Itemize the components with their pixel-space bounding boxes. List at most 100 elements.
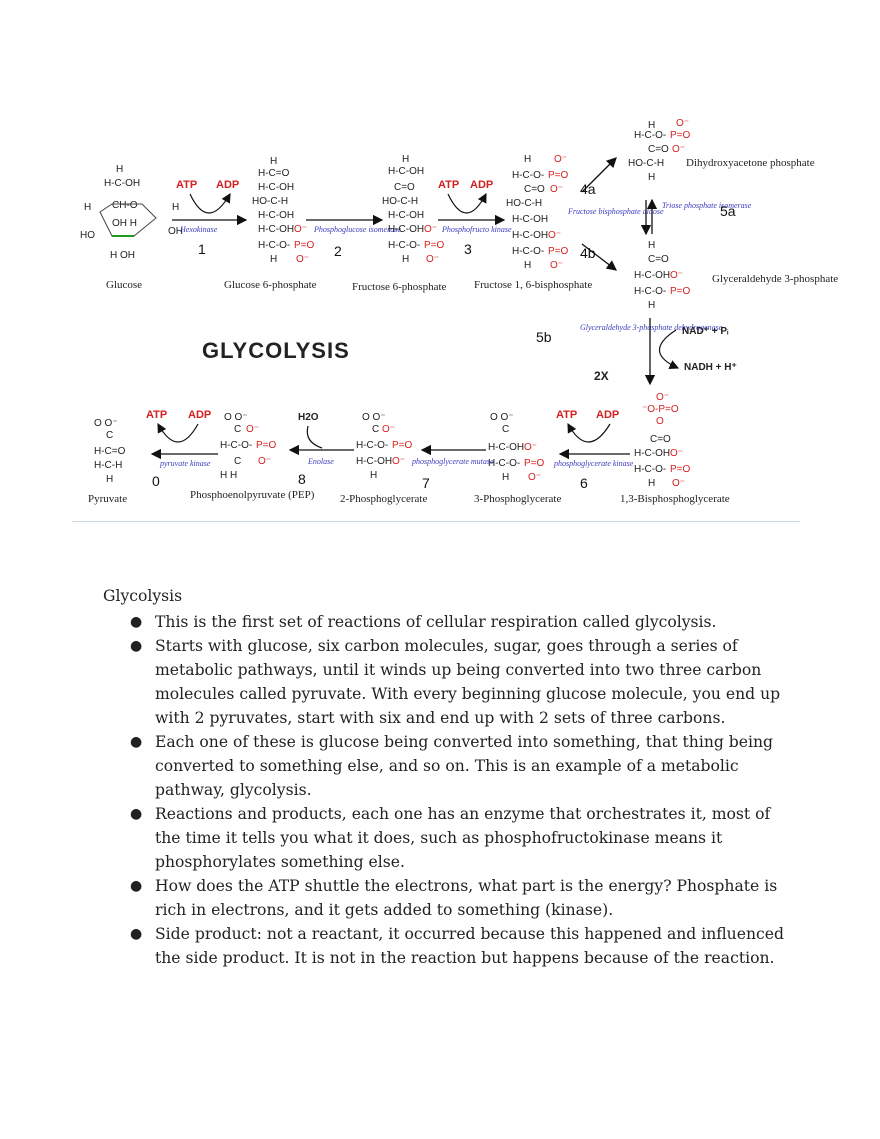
svg-text:O⁻: O⁻ [246,424,259,435]
g6p-structure: H H-C=O H-C-OH HO-C-H H-C-OH H-C-OH O⁻ H… [252,156,315,265]
step-0: 0 [152,473,160,489]
svg-text:P=O: P=O [670,464,691,475]
svg-text:H H: H H [220,470,237,481]
svg-text:O⁻: O⁻ [426,254,439,265]
svg-text:H: H [648,300,655,311]
svg-text:P=O: P=O [424,240,445,251]
svg-text:H OH: H OH [110,250,135,261]
enzyme-hexokinase: Hexokinase [179,225,218,234]
svg-text:H-C=O: H-C=O [258,168,290,179]
svg-text:P=O: P=O [548,246,569,257]
svg-text:H: H [648,120,655,131]
pep-structure: O O⁻ C O⁻ H-C-O- P=O C O⁻ H H [220,412,277,481]
svg-text:O⁻: O⁻ [548,230,561,241]
svg-text:H-C-O-: H-C-O- [634,286,666,297]
svg-text:H-C-O-: H-C-O- [634,130,666,141]
svg-text:O⁻: O⁻ [524,442,537,453]
svg-text:H-C-O-: H-C-O- [356,440,388,451]
svg-text:H: H [370,470,377,481]
svg-text:H: H [116,164,123,175]
svg-text:O O⁻: O O⁻ [224,412,248,423]
atp-label-0: ATP [146,409,167,421]
pyruvate-structure: O O⁻ C H-C=O H-C-H H [94,418,126,485]
bullet-icon: ● [130,878,143,894]
bpg13-structure: O⁻ ⁻O-P=O O C=O H-C-OH O⁻ H-C-O- P=O H O… [634,392,691,489]
svg-text:H-C-OH: H-C-OH [258,224,294,235]
list-item: ●Reactions and products, each one has an… [103,802,793,874]
svg-text:O⁻: O⁻ [392,456,405,467]
svg-text:O⁻: O⁻ [424,224,437,235]
step-2: 2 [334,243,342,259]
list-item-text: This is the first set of reactions of ce… [155,613,717,631]
svg-text:H-C-OH: H-C-OH [104,178,140,189]
dhap-structure: H O⁻ H-C-O- P=O C=O O⁻ HO-C-H H [628,118,691,183]
list-item: ● This is the first set of reactions of c… [103,610,793,634]
svg-text:H: H [402,154,409,165]
bpg13-label: 1,3-Bisphosphoglycerate [620,493,730,505]
svg-text:P=O: P=O [256,440,277,451]
svg-text:H: H [648,240,655,251]
svg-text:H-C-O-: H-C-O- [258,240,290,251]
enzyme-pgi: Phosphoglucose isomerase [313,225,401,234]
g3p-structure: H C=O H-C-OH O⁻ H-C-O- P=O H [634,240,691,311]
glycolysis-diagram: H H-C-OH CH-O H H OH H HO OH H OH Glucos… [72,108,838,524]
svg-text:P=O: P=O [524,458,545,469]
enzyme-pfk: Phosphofructo kinase [441,225,512,234]
list-item-text: Reactions and products, each one has an … [155,805,771,871]
svg-text:⁻O-P=O: ⁻O-P=O [642,404,679,415]
svg-text:O O⁻: O O⁻ [490,412,514,423]
svg-text:O⁻: O⁻ [670,448,683,459]
list-item: ● How does the ATP shuttle the electrons,… [103,874,793,922]
svg-text:O⁻: O⁻ [382,424,395,435]
list-item: ●Starts with glucose, six carbon molecul… [103,634,793,730]
f16bp-structure: H O⁻ H-C-O- P=O C=O O⁻ HO-C-H H-C-OH H-C… [506,154,569,271]
list-item-text: Each one of these is glucose being conve… [155,733,774,799]
svg-text:H-C-OH: H-C-OH [512,214,548,225]
step-8: 8 [298,471,306,487]
enzyme-tpi: Triose phosphate isomerase [662,201,752,210]
svg-text:H: H [524,260,531,271]
svg-text:OH: OH [168,226,183,237]
svg-text:H-C-OH: H-C-OH [258,210,294,221]
svg-text:O⁻: O⁻ [672,478,685,489]
g6p-label: Glucose 6-phosphate [224,279,317,291]
pyruvate-label: Pyruvate [88,493,127,505]
svg-text:P=O: P=O [670,286,691,297]
pep-label: Phosphoenolpyruvate (PEP) [190,489,315,501]
f6p-structure: H H-C-OH C=O HO-C-H H-C-OH H-C-OH O⁻ H-C… [382,154,445,265]
list-item: ●Each one of these is glucose being conv… [103,730,793,802]
svg-text:OH H: OH H [112,218,137,229]
adp-label-6: ADP [596,409,619,421]
pg3-structure: O O⁻ C H-C-OH O⁻ H-C-O- P=O H O⁻ [488,412,545,483]
g3p-label: Glyceraldehyde 3-phosphate [712,273,838,285]
list-item-text: Side product: not a reactant, it occurre… [155,925,784,967]
enzyme-gapdh: Glyceraldehyde 3-phosphate dehydrogenase [580,323,723,332]
svg-text:C=O: C=O [394,182,415,193]
svg-text:HO-C-H: HO-C-H [628,158,664,169]
svg-text:H-C-O-: H-C-O- [220,440,252,451]
svg-text:O⁻: O⁻ [550,260,563,271]
svg-text:O⁻: O⁻ [550,184,563,195]
bullet-icon: ● [130,614,143,630]
svg-text:H-C-O-: H-C-O- [512,170,544,181]
svg-text:H: H [648,172,655,183]
svg-text:O⁻: O⁻ [656,392,669,403]
list-item: ●Side product: not a reactant, it occurr… [103,922,793,970]
list-item-text: How does the ATP shuttle the electrons, … [155,877,778,919]
svg-text:H-C-OH: H-C-OH [488,442,524,453]
svg-text:H-C-O-: H-C-O- [388,240,420,251]
svg-text:O O⁻: O O⁻ [362,412,386,423]
pg2-label: 2-Phosphoglycerate [340,493,427,505]
svg-text:C: C [234,456,241,467]
svg-text:HO-C-H: HO-C-H [382,196,418,207]
svg-text:P=O: P=O [670,130,691,141]
svg-text:C=O: C=O [648,254,669,265]
adp-label-1: ADP [216,179,239,191]
svg-text:H-C-OH: H-C-OH [634,270,670,281]
svg-text:CH-O: CH-O [112,200,138,211]
atp-label-6: ATP [556,409,577,421]
svg-text:H-C-H: H-C-H [94,460,122,471]
notes-list: ● This is the first set of reactions of c… [103,610,793,970]
notes-section: Glycolysis ●This is the first set of rea… [103,584,793,970]
step-5a: 5a [720,203,736,219]
